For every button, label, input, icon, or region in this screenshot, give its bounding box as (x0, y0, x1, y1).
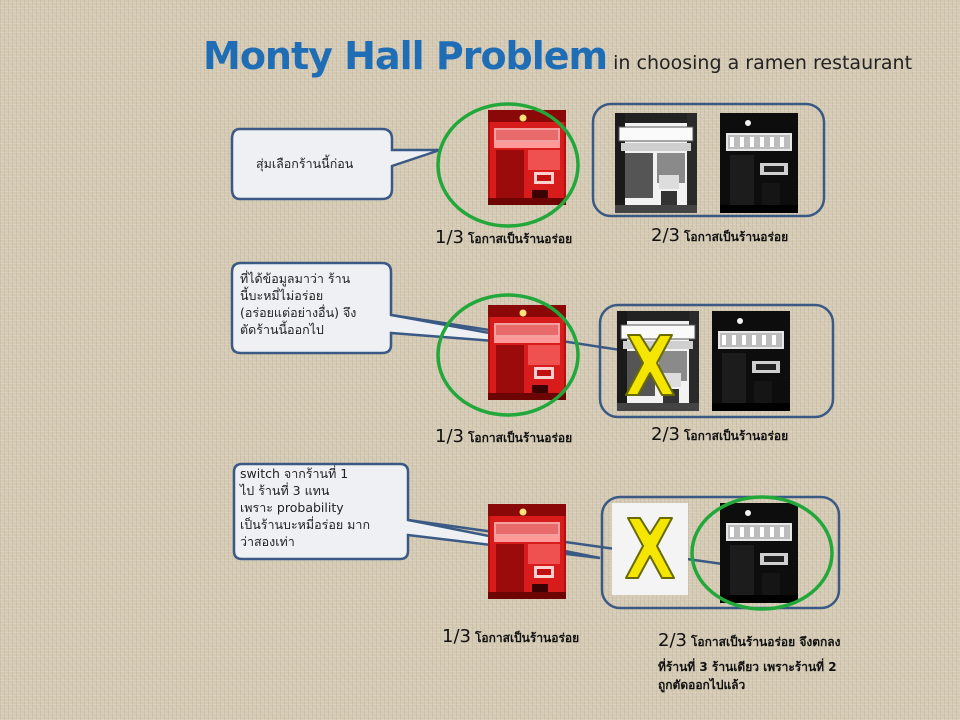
restaurant-3-black (712, 311, 790, 411)
selection-circle-1 (436, 102, 580, 228)
conclusion-note: ที่ร้านที่ 3 ร้านเดียว เพราะร้านที่ 2 ถู… (658, 660, 837, 692)
row-3 (232, 462, 841, 611)
callout-text-3: switch จากร้านที่ 1 ไป ร้านที่ 3 แทน เพร… (240, 466, 371, 549)
selection-circle-3 (690, 495, 834, 611)
restaurant-3-black (720, 113, 798, 213)
prob-text: โอกาสเป็นร้านอร่อย (683, 429, 789, 443)
prob-fraction: 2/3 (651, 225, 680, 246)
callout-text-2: ที่ได้ข้อมูลมาว่า ร้าน นี้บะหมี่ไม่อร่อย… (240, 271, 357, 337)
prob-text: โอกาสเป็นร้านอร่อย (467, 431, 573, 445)
prob-fraction: 1/3 (435, 426, 464, 447)
row-2 (230, 261, 835, 419)
callout-bubble-1 (230, 127, 441, 201)
prob-fraction: 2/3 (651, 424, 680, 445)
title-subtitle: in choosing a ramen restaurant (613, 52, 913, 74)
restaurant-1-red (488, 110, 566, 205)
prob-text: โอกาสเป็นร้านอร่อย จึงตกลง (690, 635, 841, 649)
restaurant-2-grey (614, 112, 698, 214)
row-1 (230, 102, 826, 228)
prob-text: โอกาสเป็นร้านอร่อย (683, 230, 789, 244)
title-main: Monty Hall Problem (203, 34, 608, 78)
callout-bubble-3 (232, 462, 601, 561)
callout-bubble-2 (230, 261, 561, 355)
prob-text: โอกาสเป็นร้านอร่อย (467, 232, 573, 246)
group-box-2 (598, 303, 835, 419)
group-box-1 (591, 102, 826, 218)
prob-text: โอกาสเป็นร้านอร่อย (474, 631, 580, 645)
selection-circle-2 (436, 293, 580, 417)
prob-fraction: 1/3 (442, 626, 471, 647)
restaurant-1-red (488, 504, 566, 599)
restaurant-3-black (720, 503, 798, 603)
prob-fraction: 2/3 (658, 630, 687, 651)
prob-fraction: 1/3 (435, 227, 464, 248)
group-box-3 (600, 495, 841, 610)
restaurant-1-red (488, 305, 566, 400)
callout-text-1: สุ่มเลือกร้านนี้ก่อน (256, 156, 354, 171)
